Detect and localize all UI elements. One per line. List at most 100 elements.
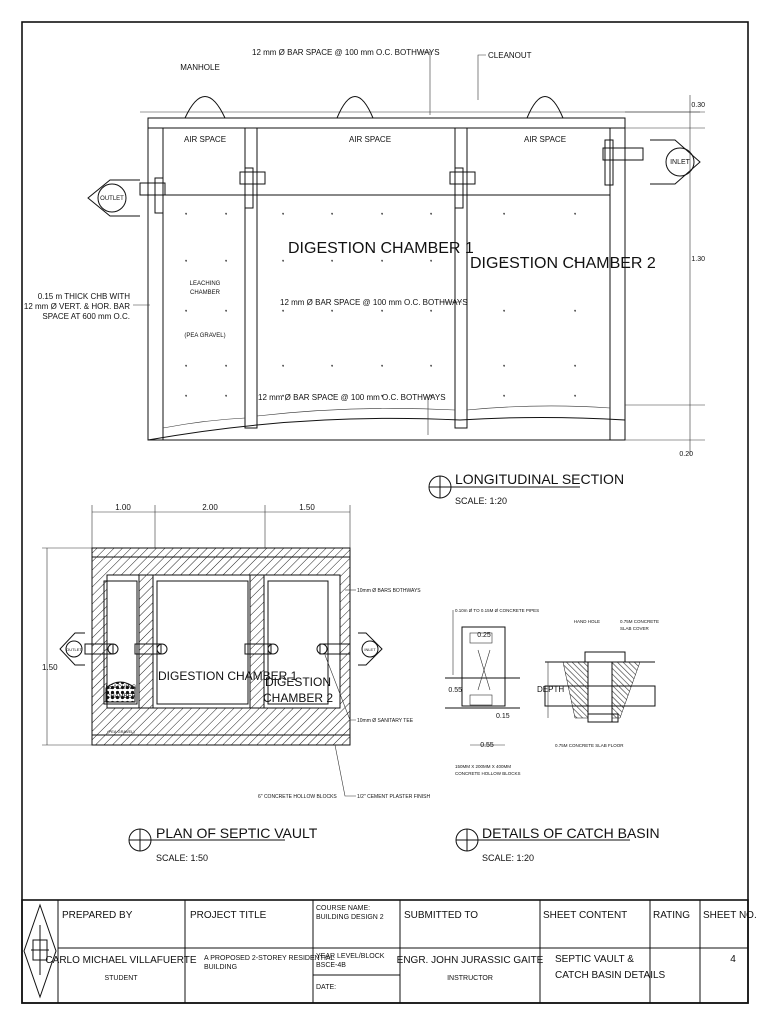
rebar-mark: ❜ — [503, 394, 505, 402]
dim-0-20: 0.20 — [679, 451, 693, 458]
catch-basin-scale: SCALE: 1:20 — [482, 853, 534, 863]
plan-pea-gravel — [105, 681, 136, 703]
air-space-label-1: AIR SPACE — [184, 135, 226, 144]
bar-top-note: 12 mm Ø BAR SPACE @ 100 mm O.C. BOTHWAYS — [252, 48, 440, 57]
plan-digestion-2-label-1: DIGESTION — [265, 675, 331, 689]
plan-scale: SCALE: 1:50 — [156, 853, 208, 863]
rebar-mark: ❜ — [381, 259, 383, 267]
plan-divider-1 — [138, 574, 154, 709]
outlet-label: OUTLET — [100, 196, 124, 202]
plan-digestion-chamber-2 — [267, 580, 329, 705]
leaching-label-2: CHAMBER — [190, 290, 221, 296]
course-name: BUILDING DESIGN 2 — [316, 914, 384, 921]
rebar-mark: ❜ — [574, 309, 576, 317]
bar-mid-note: 12 mm Ø BAR SPACE @ 100 mm O.C. BOTHWAYS — [280, 298, 468, 307]
rebar-mark: ❜ — [282, 364, 284, 372]
plan-outer-wall — [91, 547, 351, 746]
prepared-by-role: STUDENT — [104, 975, 138, 982]
prepared-by-label: PREPARED BY — [62, 910, 133, 921]
rebar-mark: ❜ — [503, 364, 505, 372]
dim-1-30: 1.30 — [691, 256, 705, 263]
plan-divider-2 — [249, 574, 265, 709]
date-label: DATE: — [316, 984, 336, 991]
rebar-mark: ❜ — [503, 259, 505, 267]
cb-slab-cover-label-1: 0.75M CONCRETE — [620, 619, 659, 624]
manhole-dome-1 — [184, 96, 226, 119]
plan-leaching-chamber — [103, 580, 138, 705]
rebar-mark: ❜ — [185, 364, 187, 372]
submitted-to-role: INSTRUCTOR — [447, 975, 493, 982]
chb-note-2: 12 mm Ø VERT. & HOR. BAR — [24, 302, 130, 311]
rebar-mark: ❜ — [225, 309, 227, 317]
project-title-line-1: A PROPOSED 2-STOREY RESIDENTIAL — [204, 955, 335, 962]
air-space-label-2: AIR SPACE — [349, 135, 391, 144]
project-title-label: PROJECT TITLE — [190, 910, 267, 921]
plan-digestion-2-label-2: CHAMBER 2 — [263, 691, 333, 705]
bar-bottom-note: 12 mm Ø BAR SPACE @ 100 mm O.C. BOTHWAYS — [258, 393, 446, 402]
cb-dim-0-25: 0.25 — [477, 632, 491, 639]
catch-basin-details: 0.10m Ø TO 0.15M Ø CONCRETE PIPES 0.25 0… — [445, 608, 660, 863]
rebar-mark: ❜ — [282, 394, 284, 402]
plan-dim-2-00: 2.00 — [202, 503, 218, 512]
rebar-mark: ❜ — [282, 212, 284, 220]
plan-leaching-label-1: LEACHING — [106, 685, 137, 691]
inlet-label: INLET — [670, 159, 691, 166]
sheet-content-line-2: CATCH BASIN DETAILS — [555, 970, 666, 981]
chb-note-1: 0.15 m THICK CHB WITH — [38, 292, 131, 301]
air-space-label-3: AIR SPACE — [524, 135, 566, 144]
rebar-mark: ❜ — [331, 364, 333, 372]
longitudinal-section-title: LONGITUDINAL SECTION — [455, 471, 624, 487]
rebar-mark: ❜ — [185, 212, 187, 220]
digestion-chamber-2-label: DIGESTION CHAMBER 2 — [470, 255, 656, 272]
longitudinal-section-scale: SCALE: 1:20 — [455, 496, 507, 506]
rebar-mark: ❜ — [574, 394, 576, 402]
plan-chb-note: 6" CONCRETE HOLLOW BLOCKS — [258, 794, 337, 800]
plan-inlet-arrow — [358, 632, 383, 666]
plan-pea-gravel-label: (PEA GRAVEL) — [107, 729, 135, 734]
tee-2 — [454, 167, 464, 209]
school-seal-logo — [23, 903, 57, 999]
outlet-arrow — [87, 179, 140, 217]
rebar-mark: ❜ — [574, 259, 576, 267]
year-level: BSCE-4B — [316, 962, 346, 969]
rebar-mark: ❜ — [225, 212, 227, 220]
prepared-by-name: CARLO MICHAEL VILLAFUERTE — [45, 955, 196, 966]
chb-note-3: SPACE AT 600 mm O.C. — [42, 312, 130, 321]
plan-outlet-arrow — [59, 632, 85, 666]
rebar-mark: ❜ — [331, 309, 333, 317]
cleanout-label: CLEANOUT — [488, 51, 532, 60]
rebar-mark: ❜ — [225, 364, 227, 372]
plan-of-septic-vault: 1.00 2.00 1.50 1.50 OUTLET INLET DIGESTI… — [42, 503, 430, 863]
year-level-label: YEAR LEVEL/BLOCK — [316, 953, 385, 960]
rebar-mark: ❜ — [185, 259, 187, 267]
cb-dim-0-15: 0.15 — [496, 713, 510, 720]
rebar-mark: ❜ — [331, 394, 333, 402]
sheet-number: 4 — [730, 954, 736, 965]
catch-basin-title: DETAILS OF CATCH BASIN — [482, 825, 660, 841]
rebar-mark: ❜ — [185, 309, 187, 317]
plan-dim-1-00: 1.00 — [115, 503, 131, 512]
plan-title: PLAN OF SEPTIC VAULT — [156, 825, 318, 841]
cb-pipe-section — [544, 685, 656, 707]
rebar-mark: ❜ — [574, 212, 576, 220]
course-name-label: COURSE NAME: — [316, 905, 370, 912]
cb-slab-cover-label-2: SLAB COVER — [620, 626, 650, 631]
rebar-mark: ❜ — [381, 212, 383, 220]
dim-0-30: 0.30 — [691, 102, 705, 109]
cb-slab-cover — [584, 651, 626, 663]
rebar-mark: ❜ — [185, 394, 187, 402]
rebar-mark: ❜ — [225, 394, 227, 402]
pea-gravel-label: (PEA GRAVEL) — [184, 333, 225, 339]
sheet-content-line-1: SEPTIC VAULT & — [555, 954, 634, 965]
rebar-mark: ❜ — [430, 259, 432, 267]
cb-chb-note-2: CONCRETE HOLLOW BLOCKS — [455, 771, 521, 776]
plan-outlet-label: OUTLET — [66, 647, 82, 652]
wall-divider-1 — [244, 127, 258, 429]
sheet-no-label: SHEET NO. — [703, 910, 757, 921]
cb-slab-floor-label: 0.75M CONCRETE SLAB FLOOR — [555, 743, 624, 748]
rebar-mark: ❜ — [381, 364, 383, 372]
inlet-tee — [604, 139, 614, 186]
sheet-content-label: SHEET CONTENT — [543, 910, 627, 921]
rebar-mark: ❜ — [381, 394, 383, 402]
plan-inlet-label: INLET — [364, 647, 376, 652]
